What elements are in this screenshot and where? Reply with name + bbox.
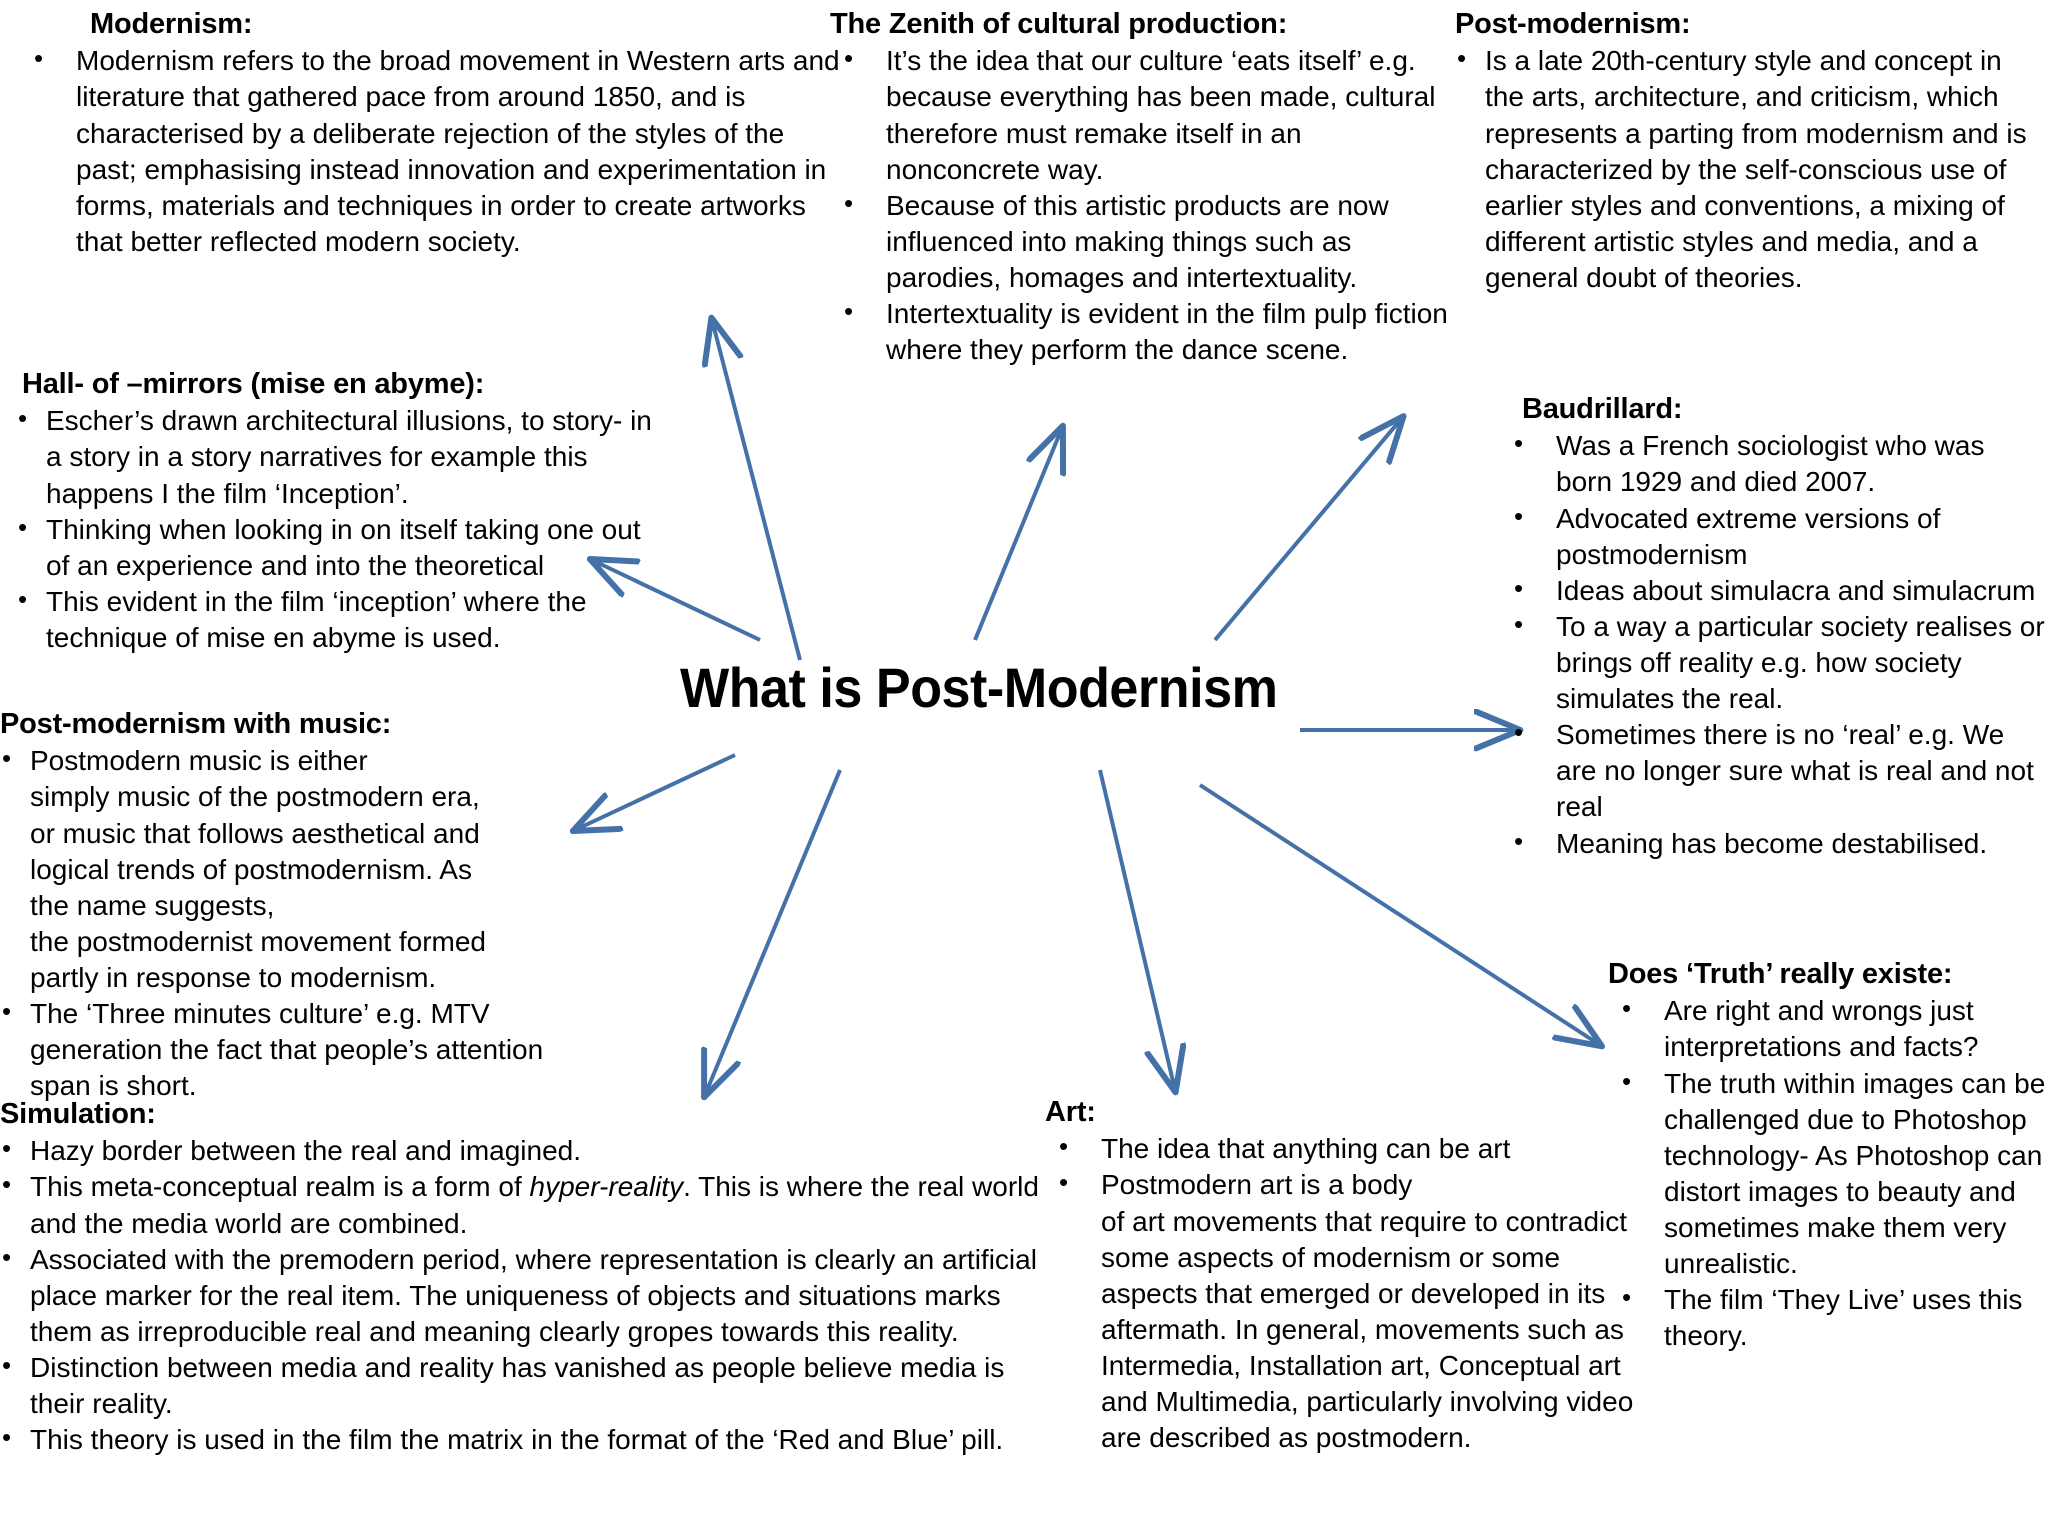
block-post-modernism-list: Is a late 20th-century style and concept… [1455,42,2045,296]
page-title: What is Post-Modernism [680,656,1278,719]
list-item: Meaning has become destabilised. [1500,825,2048,862]
hyper-reality-emphasis: hyper-reality [529,1171,684,1203]
list-item: Is a late 20th-century style and concept… [1455,42,2045,296]
arrow-to-postmodernism [1213,418,1402,642]
block-hall-of-mirrors-list: Escher’s drawn architectural illusions, … [0,402,660,656]
block-art-list: The idea that anything can be art Postmo… [1045,1130,1645,1456]
block-modernism-list: Modernism refers to the broad movement i… [20,42,850,260]
list-item: Escher’s drawn architectural illusions, … [16,402,660,511]
block-hall-of-mirrors: Hall- of –mirrors (mise en abyme): Esche… [0,368,660,656]
block-postmodernism-with-music: Post-modernism with music: Postmodern mu… [0,708,600,1104]
block-zenith-heading: The Zenith of cultural production: [830,8,1288,40]
block-zenith-list: It’s the idea that our culture ‘eats its… [830,42,1450,368]
list-item: The film ‘They Live’ uses this theory. [1608,1281,2048,1354]
list-item: Intertextuality is evident in the film p… [830,295,1450,368]
block-simulation-heading: Simulation: [0,1098,156,1130]
block-modernism-heading: Modernism: [90,8,253,40]
list-item: Thinking when looking in on itself takin… [16,511,660,584]
list-item: Hazy border between the real and imagine… [0,1132,1065,1169]
hyper-reality-after: . This is where the real world and the m… [30,1171,1039,1239]
list-item: Postmodern music is either simply music … [0,742,600,996]
list-item: Distinction between media and reality ha… [0,1349,1065,1422]
list-item: The idea that anything can be art [1045,1130,1645,1167]
arrow-to-modernism [712,320,802,661]
list-item: Are right and wrongs just interpretation… [1608,992,2048,1065]
list-item: Because of this artistic products are no… [830,187,1450,296]
block-art: Art: The idea that anything can be art P… [1045,1096,1645,1456]
list-item: To a way a particular society realises o… [1500,608,2048,717]
block-simulation: Simulation: Hazy border between the real… [0,1098,1065,1458]
block-hall-of-mirrors-heading: Hall- of –mirrors (mise en abyme): [22,368,485,400]
list-item: It’s the idea that our culture ‘eats its… [830,42,1450,187]
block-does-truth-list: Are right and wrongs just interpretation… [1608,992,2048,1354]
block-does-truth-heading: Does ‘Truth’ really existe: [1608,958,1953,990]
list-item: Was a French sociologist who was born 19… [1500,427,2048,500]
list-item: Modernism refers to the broad movement i… [20,42,850,260]
block-art-heading: Art: [1045,1096,1096,1128]
block-zenith-of-cultural-production: The Zenith of cultural production: It’s … [830,8,1450,368]
list-item: Sometimes there is no ‘real’ e.g. We are… [1500,716,2048,825]
block-post-modernism: Post-modernism: Is a late 20th-century s… [1455,8,2045,296]
list-item: Associated with the premodern period, wh… [0,1241,1065,1350]
list-item-hyper-reality: This meta-conceptual realm is a form of … [0,1168,1065,1241]
block-baudrillard-list: Was a French sociologist who was born 19… [1500,427,2048,862]
block-postmodernism-with-music-heading: Post-modernism with music: [0,708,392,740]
list-item: The ‘Three minutes culture’ e.g. MTV gen… [0,995,600,1104]
block-modernism: Modernism: Modernism refers to the broad… [20,8,850,260]
list-item: Postmodern art is a body of art movement… [1045,1166,1645,1456]
arrow-to-simulation [705,769,842,1095]
list-item: This theory is used in the film the matr… [0,1421,1065,1458]
block-does-truth-really-exist: Does ‘Truth’ really existe: Are right an… [1608,958,2048,1354]
list-item: The truth within images can be challenge… [1608,1065,2048,1283]
block-baudrillard: Baudrillard: Was a French sociologist wh… [1500,393,2048,862]
list-item: This evident in the film ‘inception’ whe… [16,583,660,656]
arrow-to-zenith [973,428,1062,641]
block-post-modernism-heading: Post-modernism: [1455,8,1691,40]
block-postmodernism-with-music-list: Postmodern music is either simply music … [0,742,600,1104]
arrow-to-art [1098,769,1175,1090]
hyper-reality-before: This meta-conceptual realm is a form of [30,1171,530,1203]
list-item: Advocated extreme versions of postmodern… [1500,500,2048,573]
block-simulation-list: Hazy border between the real and imagine… [0,1132,1065,1458]
list-item: Ideas about simulacra and simulacrum [1500,572,2048,609]
block-baudrillard-heading: Baudrillard: [1522,393,1683,425]
